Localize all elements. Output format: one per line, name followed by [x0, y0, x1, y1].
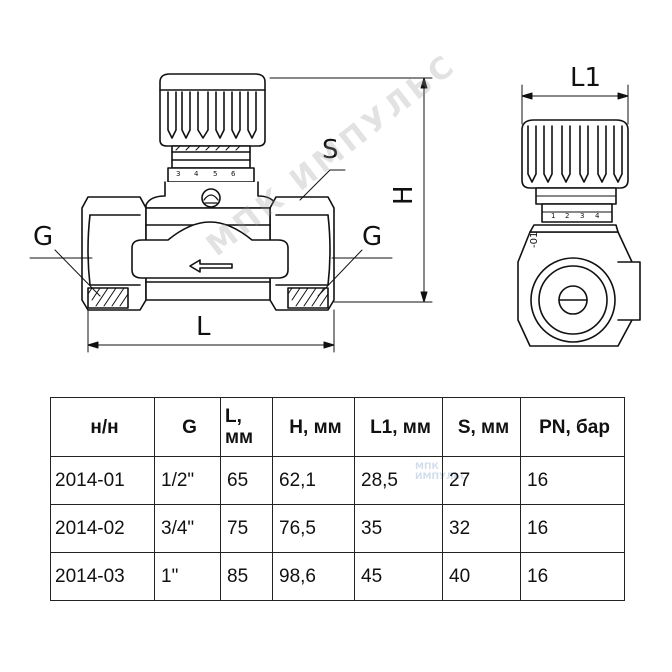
cell-G: 1": [154, 552, 221, 601]
scale-number: 4: [194, 170, 199, 178]
dimension-L1: [521, 84, 629, 125]
table-header-row: н/н G L, мм H, мм L1, мм S, мм PN, бар: [50, 397, 625, 457]
spec-table: н/н G L, мм H, мм L1, мм S, мм PN, бар 2…: [50, 397, 625, 601]
cell-PN: 16: [520, 552, 625, 601]
cell-number: 2014-03: [50, 552, 155, 601]
label-G-left: G: [33, 222, 53, 252]
table-row: 2014-01 1/2" 65 62,1 28,5 27 16: [50, 456, 625, 505]
scale-number: 2: [565, 212, 569, 220]
col-header-PN: PN, бар: [520, 397, 625, 457]
cell-G: 3/4": [154, 504, 221, 553]
cell-H: 62,1: [272, 456, 355, 505]
cell-H: 98,6: [272, 552, 355, 601]
scale-number: 1: [551, 212, 555, 220]
col-header-L1: L1, мм: [354, 397, 443, 457]
label-L1: L1: [570, 63, 601, 93]
flow-arrow-icon: [189, 259, 233, 273]
label-H: H: [389, 185, 419, 205]
side-view: [517, 84, 641, 347]
scale-number: 5: [213, 170, 217, 178]
cell-L1: 28,5: [354, 456, 443, 505]
table-row: 2014-03 1" 85 98,6 45 40 16: [50, 552, 625, 601]
col-header-L: L, мм: [220, 397, 273, 457]
cell-G: 1/2": [154, 456, 221, 505]
col-header-G: G: [154, 397, 221, 457]
scale-number: 6: [231, 170, 236, 178]
cell-S: 40: [442, 552, 521, 601]
scale-collar-front: [167, 145, 255, 183]
col-header-H: H, мм: [272, 397, 355, 457]
valve-technical-drawing: L S G G H L1 3 4 5 6 1 2 3 4 -01: [29, 63, 641, 353]
handwheel-side: [521, 119, 629, 189]
cell-L1: 45: [354, 552, 443, 601]
label-G-right: G: [362, 222, 382, 252]
cell-L: 75: [220, 504, 273, 553]
front-view: [29, 73, 433, 353]
dimension-H: [269, 77, 433, 303]
cell-L: 85: [220, 552, 273, 601]
scale-number: 4: [595, 212, 600, 220]
col-header-number: н/н: [50, 397, 155, 457]
cell-L: 65: [220, 456, 273, 505]
handwheel-front: [159, 73, 266, 147]
cell-number: 2014-01: [50, 456, 155, 505]
cell-H: 76,5: [272, 504, 355, 553]
cell-number: 2014-02: [50, 504, 155, 553]
cell-PN: 16: [520, 456, 625, 505]
cell-S: 32: [442, 504, 521, 553]
flow-direction-window: [131, 221, 289, 279]
cell-PN: 16: [520, 504, 625, 553]
left-port-nut: [81, 196, 147, 311]
col-header-S: S, мм: [442, 397, 521, 457]
cell-S: 27: [442, 456, 521, 505]
body-mark: -01: [529, 232, 540, 248]
cell-L1: 35: [354, 504, 443, 553]
label-L: L: [196, 312, 211, 342]
scale-number: 3: [580, 212, 584, 220]
scale-number: 3: [176, 170, 180, 178]
right-port-nut: [269, 196, 335, 311]
dimension-L: [87, 309, 335, 353]
brand-logo-emblem: [201, 188, 221, 208]
label-S: S: [322, 135, 339, 165]
table-row: 2014-02 3/4" 75 76,5 35 32 16: [50, 504, 625, 553]
